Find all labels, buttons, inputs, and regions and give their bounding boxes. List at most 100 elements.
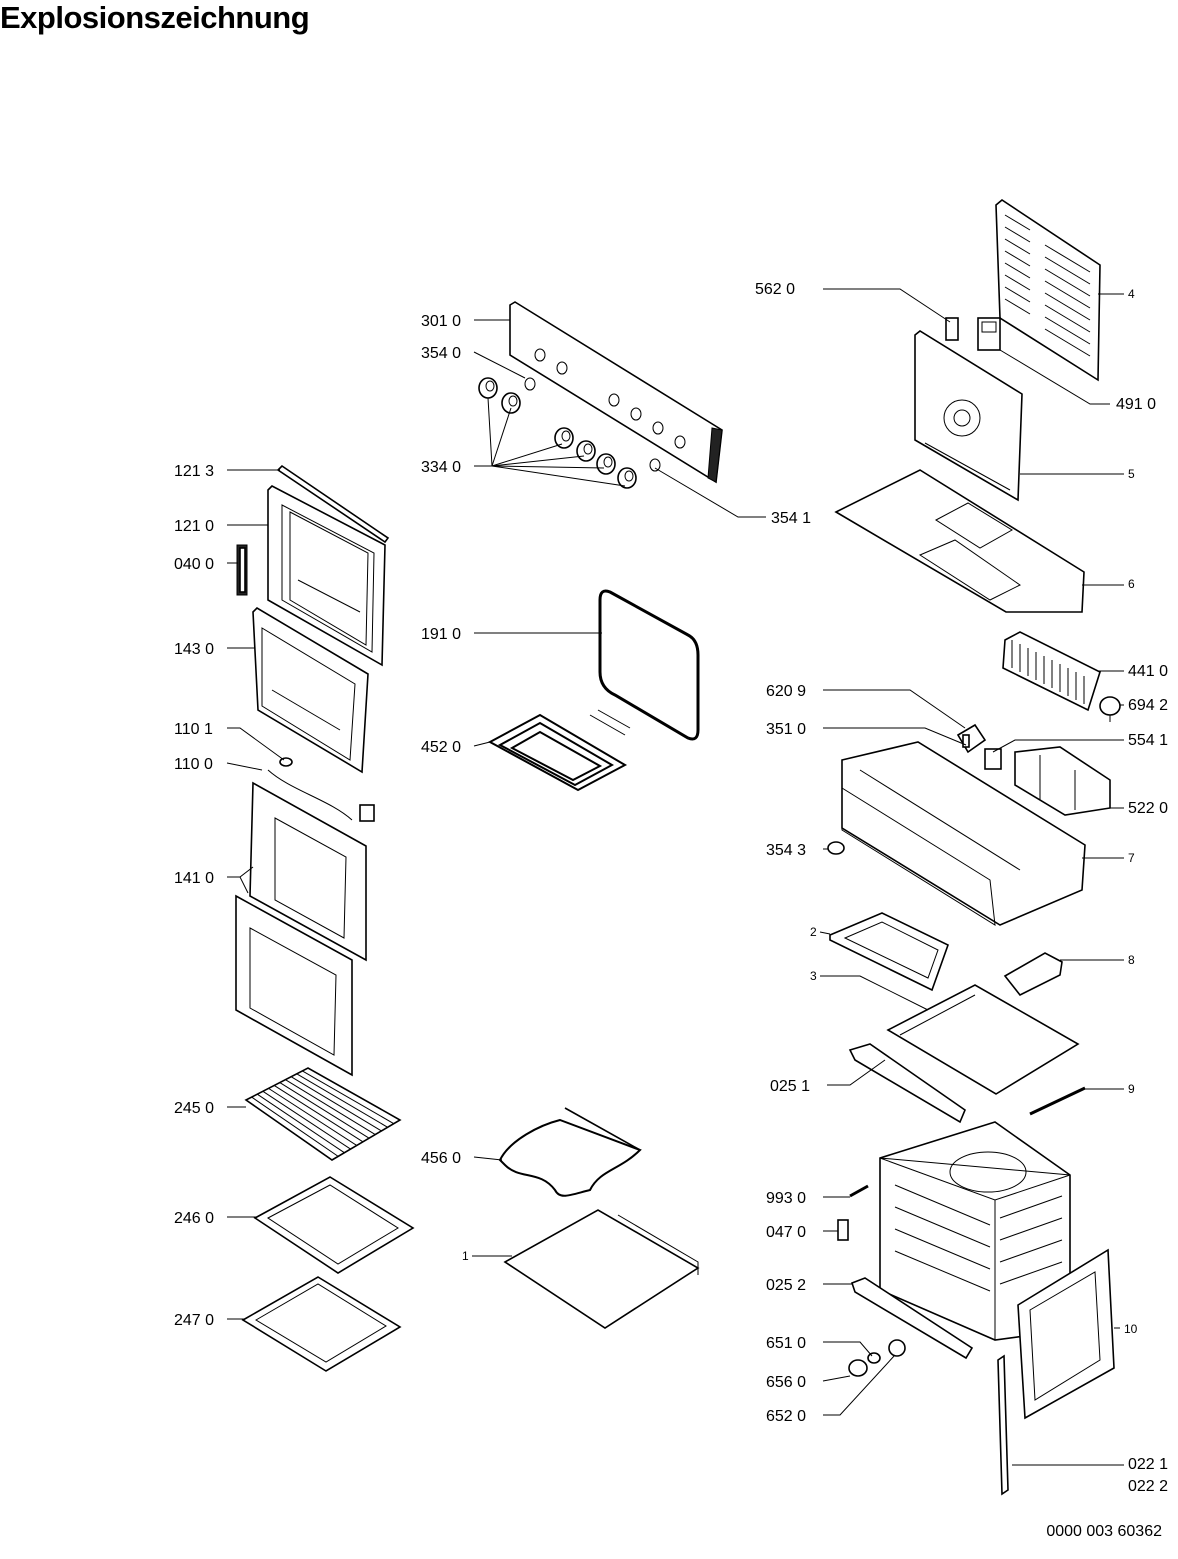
bracket-2 [829,912,949,992]
callout-456-0: 456 0 [421,1150,461,1167]
knob-651 [867,1352,881,1364]
callout-040-0: 040 0 [174,556,214,573]
knob-face-4 [583,443,593,455]
plate-3 [886,984,1080,1095]
lower-heating-element [498,1107,642,1197]
knob-652 [888,1339,906,1357]
leader-line-141-0 [239,876,249,894]
grill-heating-element [487,709,631,792]
rack-bar-10 [296,1073,388,1128]
leader-line-491-0 [999,349,1110,405]
leader-line-334-0 [491,465,626,487]
callout-354-1: 354 1 [771,510,811,527]
fascia-hole-1 [534,348,546,362]
fan-motor-694 [1099,696,1121,722]
bottom-cover-plate [503,1209,700,1329]
callout-121-3: 121 3 [174,463,214,480]
rack-bar-2 [251,1096,339,1157]
leader-line-562-0 [823,288,951,323]
callout-334-0: 334 0 [421,459,461,476]
callout-8: 8 [1128,953,1135,967]
rack-bar-12 [307,1067,401,1121]
pin-993 [849,1184,869,1198]
side-panel-10 [1017,1248,1115,1420]
knob-face-3 [561,430,571,442]
knob-6 [617,467,637,489]
callout-5: 5 [1128,467,1135,481]
shelf-runner-1 [894,1184,991,1226]
callout-620-9: 620 9 [766,683,806,700]
rail-025-1 [848,1043,966,1124]
knob-3 [554,427,574,449]
vent-slot-2 [1004,226,1031,243]
callout-354-3: 354 3 [766,842,806,859]
callout-6: 6 [1128,577,1135,591]
knob-face-6 [624,470,634,482]
callout-351-0: 351 0 [766,721,806,738]
vent-slot-1 [1004,214,1031,231]
switch-554 [984,748,1002,770]
vent-slot-b-5 [1044,292,1091,321]
callout-leaders [226,288,1124,1466]
rail-025-2 [850,1277,974,1360]
callout-452-0: 452 0 [421,739,461,756]
wire-rack [244,1067,402,1161]
fascia-hole-3 [608,393,620,407]
leader-line-456-0 [473,1156,503,1161]
rack-bar-9 [290,1076,382,1132]
bracket-047 [837,1219,849,1241]
document-number: 0000 003 60362 [1046,1523,1162,1540]
relay-491 [977,317,1001,351]
relay-562 [945,317,959,341]
vent-slot-6 [1004,274,1031,291]
vent-slot-8 [1004,298,1031,315]
bracket-8 [1003,952,1063,997]
fascia-hole-4 [630,407,642,421]
fascia-hole-6 [674,435,686,449]
knob-2 [501,392,521,414]
callout-022-2: 022 2 [1128,1478,1168,1495]
vent-slot-3 [1004,238,1031,255]
shelf-runner-2 [894,1206,991,1248]
oven-door-seal [598,589,700,741]
leader-line-452-0 [473,741,491,747]
callout-993-0: 993 0 [766,1190,806,1207]
shelf-runner-r-4 [999,1261,1063,1285]
vent-slot-b-8 [1044,328,1091,357]
leader-line-354-1 [654,467,766,518]
leader-line-554-1 [992,739,1124,753]
vent-slot-b-4 [1044,280,1091,309]
leader-line-334-0 [491,407,512,467]
rack-bar-6 [273,1085,364,1143]
callout-2: 2 [810,925,817,939]
door-glass-panes [235,781,367,1077]
leader-line-025-1 [827,1059,886,1086]
rear-cover-panel [995,199,1101,382]
rod-9 [1029,1086,1086,1116]
vent-slot-b-2 [1044,256,1091,285]
baking-tray-246 [253,1176,415,1274]
callout-025-2: 025 2 [766,1277,806,1294]
vent-slot-b-7 [1044,316,1091,345]
vent-slot-b-1 [1044,244,1091,273]
callout-652-0: 652 0 [766,1408,806,1425]
leader-line-651-0 [823,1341,873,1357]
callout-656-0: 656 0 [766,1374,806,1391]
rack-bar-11 [302,1070,395,1125]
door-hinge-parts [267,757,375,822]
shelf-runner-4 [894,1250,991,1292]
vent-slot-b-3 [1044,268,1091,297]
leader-line-3 [820,975,929,1011]
callout-141-0: 141 0 [174,870,214,887]
knob-656 [848,1359,868,1377]
callout-3: 3 [810,969,817,983]
shelf-runner-r-2 [999,1217,1063,1241]
door-seal-strip [276,464,390,544]
rack-bar-8 [285,1079,376,1135]
callout-562-0: 562 0 [755,281,795,298]
leader-line-2 [819,931,831,935]
leader-line-334-0 [491,465,605,469]
callout-245-0: 245 0 [174,1100,214,1117]
callout-110-1: 110 1 [174,721,213,738]
